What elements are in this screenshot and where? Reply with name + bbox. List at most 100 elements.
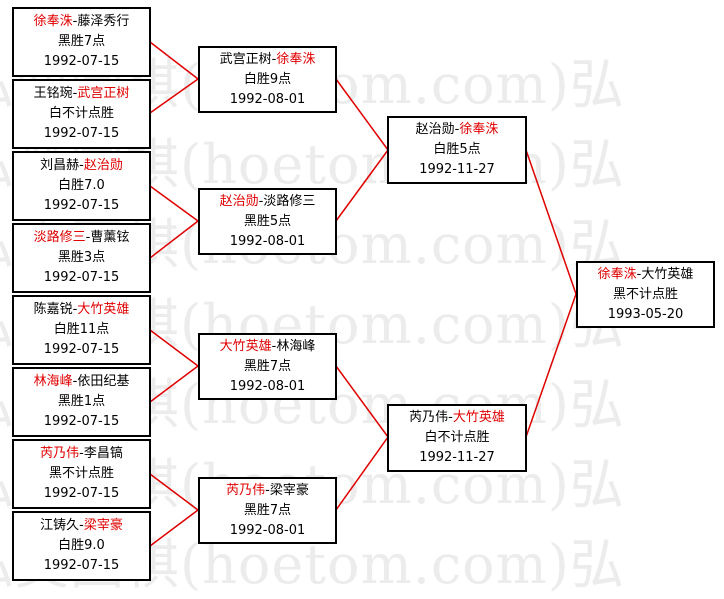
connector-line [525, 149, 577, 295]
match-result: 黑胜1点 [57, 394, 106, 409]
winner-name: 大竹英雄 [77, 302, 130, 317]
winner-name: 淡路修三 [33, 230, 86, 245]
match-date: 1992-08-01 [229, 233, 306, 249]
match-result: 白胜9点 [243, 71, 292, 87]
connector-line [149, 220, 199, 259]
match-players: 徐奉洙-大竹英雄 [578, 265, 713, 285]
match-players: 赵治勋-淡路修三 [200, 192, 335, 212]
loser-name: 赵治勋 [415, 122, 455, 137]
loser-name: 刘昌赫 [40, 158, 80, 173]
match-box: 武宫正树-徐奉洙白胜9点 1992-08-01 [198, 46, 337, 113]
name-separator: - [79, 158, 84, 173]
match-players: 林海峰-依田纪基 [14, 372, 149, 392]
match-players: 淡路修三-曹薰铉 [14, 228, 149, 248]
loser-name: 江铸久 [40, 518, 80, 533]
winner-name: 徐奉洙 [459, 122, 499, 137]
winner-name: 徐奉洙 [276, 51, 316, 67]
match-result: 白胜5点 [433, 142, 481, 157]
match-date: 1992-11-27 [419, 450, 495, 465]
match-result: 黑胜3点 [57, 250, 106, 265]
connector-line [335, 365, 389, 438]
match-players: 芮乃伟-梁宰豪 [200, 481, 335, 501]
connector-line [149, 185, 199, 222]
connector-line [149, 41, 199, 80]
winner-name: 梁宰豪 [83, 518, 123, 533]
name-separator: - [72, 374, 78, 389]
match-result: 白胜7.0 [58, 178, 105, 193]
loser-name: 依田纪基 [77, 374, 130, 389]
match-date: 1992-11-27 [419, 162, 495, 177]
name-separator: - [79, 446, 84, 461]
match-date: 1992-07-15 [43, 198, 120, 213]
match-players: 王铭琬-武宫正树 [14, 84, 149, 104]
match-box: 刘昌赫-赵治勋白胜7.0 1992-07-15 [12, 151, 151, 221]
winner-name: 芮乃伟 [40, 446, 80, 461]
name-separator: - [72, 302, 78, 317]
match-result: 白胜11点 [53, 322, 110, 337]
connector-line [335, 149, 389, 222]
match-players: 赵治勋-徐奉洙 [389, 120, 525, 140]
match-date: 1992-08-01 [229, 378, 306, 394]
match-players: 陈嘉锐-大竹英雄 [14, 300, 149, 320]
loser-name: 李昌镐 [83, 446, 123, 461]
loser-name: 芮乃伟 [409, 410, 449, 425]
loser-name: 林海峰 [276, 338, 316, 354]
match-players: 江铸久-梁宰豪 [14, 516, 149, 536]
connector-line [149, 78, 199, 114]
match-box: 王铭琬-武宫正树白不计点胜 1992-07-15 [12, 79, 151, 149]
connector-line [149, 329, 199, 367]
match-players: 徐奉洙-藤泽秀行 [14, 12, 149, 32]
name-separator: - [271, 51, 277, 67]
connector-line [149, 365, 199, 403]
connector-line [335, 78, 389, 151]
loser-name: 淡路修三 [263, 193, 316, 209]
match-players: 芮乃伟-大竹英雄 [389, 408, 525, 428]
loser-name: 曹薰铉 [90, 230, 130, 245]
name-separator: - [271, 338, 277, 354]
connector-line [149, 509, 199, 547]
name-separator: - [636, 266, 642, 282]
match-date: 1993-05-20 [607, 306, 684, 322]
loser-name: 武宫正树 [219, 51, 272, 67]
match-date: 1992-07-15 [43, 342, 120, 357]
match-result: 黑胜5点 [243, 213, 292, 229]
winner-name: 武宫正树 [77, 86, 130, 101]
connector-line [149, 473, 199, 511]
match-date: 1992-08-01 [229, 91, 306, 107]
name-separator: - [79, 518, 84, 533]
winner-name: 徐奉洙 [597, 266, 637, 282]
loser-name: 藤泽秀行 [77, 14, 130, 29]
name-separator: - [85, 230, 91, 245]
loser-name: 大竹英雄 [641, 266, 694, 282]
connector-line [525, 293, 577, 438]
loser-name: 陈嘉锐 [33, 302, 73, 317]
match-box: 赵治勋-徐奉洙白胜5点 1992-11-27 [387, 116, 527, 184]
connector-line [335, 436, 389, 511]
match-result: 白胜9.0 [58, 538, 105, 553]
match-date: 1992-07-15 [43, 270, 120, 285]
winner-name: 芮乃伟 [226, 482, 266, 498]
name-separator: - [454, 122, 460, 137]
match-box: 淡路修三-曹薰铉黑胜3点 1992-07-15 [12, 223, 151, 293]
match-players: 刘昌赫-赵治勋 [14, 156, 149, 176]
match-result: 黑胜7点 [57, 34, 106, 49]
winner-name: 赵治勋 [83, 158, 123, 173]
match-date: 1992-07-15 [43, 126, 120, 141]
match-date: 1992-07-15 [43, 486, 120, 501]
match-result: 白不计点胜 [48, 106, 114, 121]
name-separator: - [72, 86, 78, 101]
winner-name: 林海峰 [33, 374, 73, 389]
match-date: 1992-08-01 [229, 522, 306, 538]
match-result: 黑胜7点 [243, 358, 292, 374]
name-separator: - [258, 193, 264, 209]
match-box: 陈嘉锐-大竹英雄白胜11点 1992-07-15 [12, 295, 151, 365]
loser-name: 梁宰豪 [269, 482, 309, 498]
winner-name: 徐奉洙 [33, 14, 73, 29]
